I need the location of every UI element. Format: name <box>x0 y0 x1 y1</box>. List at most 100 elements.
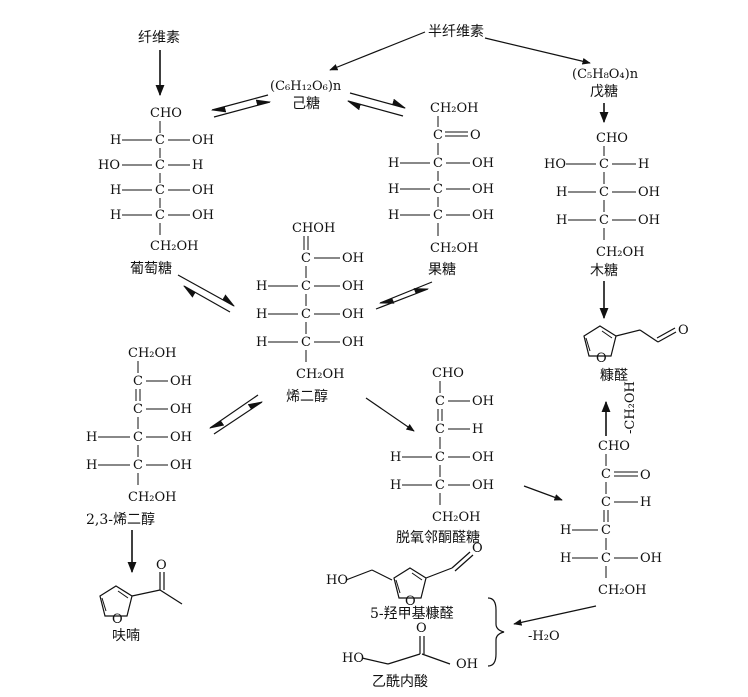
svg-text:C: C <box>155 133 165 148</box>
svg-text:H: H <box>560 551 571 566</box>
structure-furan-product: O O <box>99 558 183 627</box>
svg-text:CHO: CHO <box>596 131 628 146</box>
svg-text:OH: OH <box>192 183 214 198</box>
svg-text:OH: OH <box>472 156 494 171</box>
svg-text:H: H <box>638 157 649 172</box>
label-pentose: 戊糖 <box>590 84 618 100</box>
svg-text:C: C <box>155 183 165 198</box>
equilibrium-fructose-enediol <box>375 281 433 310</box>
svg-text:OH: OH <box>342 251 364 266</box>
label-enediol: 烯二醇 <box>286 388 328 405</box>
svg-text:CHO: CHO <box>432 366 464 381</box>
svg-text:H: H <box>390 450 401 465</box>
svg-text:C: C <box>301 251 311 266</box>
equilibrium-enediol-23enediol <box>209 394 263 435</box>
structure-glucose: CHO C H OH C HO H C H OH C H OH CH₂OH <box>98 106 214 254</box>
svg-text:OH: OH <box>170 374 192 389</box>
svg-text:OH: OH <box>192 133 214 148</box>
svg-text:H: H <box>560 523 571 538</box>
svg-text:C: C <box>133 458 143 473</box>
annotation-minus-ch2oh: -CH₂OH <box>623 381 638 434</box>
svg-text:O: O <box>416 621 427 636</box>
svg-text:C: C <box>435 478 445 493</box>
svg-text:CH₂OH: CH₂OH <box>430 241 479 256</box>
structure-deoxyosone: CHO C OH C H C H OH C H OH CH₂OH <box>390 366 494 525</box>
svg-text:C: C <box>599 213 609 228</box>
svg-text:CHO: CHO <box>150 106 182 121</box>
svg-text:CH₂OH: CH₂OH <box>598 583 647 598</box>
equilibrium-hexose-fructose <box>346 92 407 117</box>
label-hmf: 5-羟甲基糠醛 <box>370 605 454 622</box>
svg-text:HO: HO <box>342 651 364 666</box>
svg-text:O: O <box>156 558 167 573</box>
arrow-deoxyosone-to-intermediate <box>523 485 563 501</box>
svg-text:H: H <box>86 458 97 473</box>
structure-glycolic: HO O OH <box>342 621 478 672</box>
svg-text:C: C <box>433 208 443 223</box>
label-fructose: 果糖 <box>428 262 456 278</box>
svg-text:CH₂OH: CH₂OH <box>432 510 481 525</box>
svg-text:OH: OH <box>472 208 494 223</box>
svg-text:H: H <box>472 422 483 437</box>
structure-furfural: O O <box>583 323 689 366</box>
svg-text:CHO: CHO <box>598 439 630 454</box>
svg-text:C: C <box>601 551 611 566</box>
svg-text:H: H <box>640 495 651 510</box>
equilibrium-hexose-glucose <box>210 94 272 118</box>
svg-text:O: O <box>678 323 689 338</box>
svg-text:C: C <box>433 128 443 143</box>
svg-text:H: H <box>256 279 267 294</box>
svg-text:H: H <box>110 208 121 223</box>
svg-text:H: H <box>256 307 267 322</box>
formula-hexose: (C₆H₁₂O₆)n <box>270 79 342 94</box>
svg-text:OH: OH <box>342 335 364 350</box>
svg-text:OH: OH <box>638 185 660 200</box>
svg-text:HO: HO <box>326 573 348 588</box>
svg-text:H: H <box>110 183 121 198</box>
svg-text:O: O <box>640 468 651 483</box>
svg-text:C: C <box>301 279 311 294</box>
svg-text:H: H <box>556 185 567 200</box>
svg-text:C: C <box>433 156 443 171</box>
svg-text:O: O <box>472 541 483 556</box>
label-furfural: 糠醛 <box>600 367 628 384</box>
svg-text:H: H <box>390 478 401 493</box>
svg-text:O: O <box>470 128 481 143</box>
svg-text:OH: OH <box>638 213 660 228</box>
label-deoxyosone: 脱氧邻酮醛糖 <box>396 530 480 546</box>
svg-text:H: H <box>388 156 399 171</box>
label-cellulose: 纤维素 <box>138 30 180 46</box>
svg-text:OH: OH <box>192 208 214 223</box>
structure-xylose: CHO C HO H C H OH C H OH CH₂OH <box>544 131 660 260</box>
svg-text:CH₂OH: CH₂OH <box>596 245 645 260</box>
svg-text:C: C <box>599 157 609 172</box>
svg-text:C: C <box>435 422 445 437</box>
svg-text:H: H <box>256 335 267 350</box>
svg-text:H: H <box>556 213 567 228</box>
svg-text:HO: HO <box>98 158 120 173</box>
svg-text:O: O <box>112 612 123 627</box>
svg-text:OH: OH <box>342 307 364 322</box>
svg-text:H: H <box>110 133 121 148</box>
svg-text:OH: OH <box>472 478 494 493</box>
svg-text:C: C <box>435 394 445 409</box>
svg-text:OH: OH <box>472 450 494 465</box>
svg-text:H: H <box>388 208 399 223</box>
svg-text:H: H <box>388 182 399 197</box>
svg-text:CH₂OH: CH₂OH <box>128 490 177 505</box>
svg-text:C: C <box>133 374 143 389</box>
label-hemicellulose: 半纤维素 <box>428 24 484 40</box>
svg-text:C: C <box>435 450 445 465</box>
svg-text:OH: OH <box>342 279 364 294</box>
svg-text:C: C <box>601 523 611 538</box>
label-glycolic: 乙酰内酸 <box>372 674 428 690</box>
structure-enediol: CHOH C OH C H OH C H OH C H OH CH₂OH <box>256 221 364 382</box>
svg-text:O: O <box>596 351 607 366</box>
arrow-hemi-to-pentose <box>484 37 591 65</box>
structure-hmf: HO O O <box>326 541 483 609</box>
annotation-minus-h2o: -H₂O <box>528 629 560 644</box>
svg-text:CH₂OH: CH₂OH <box>430 101 479 116</box>
formula-pentose: (C₅H₈O₄)n <box>572 67 639 82</box>
svg-text:OH: OH <box>472 394 494 409</box>
